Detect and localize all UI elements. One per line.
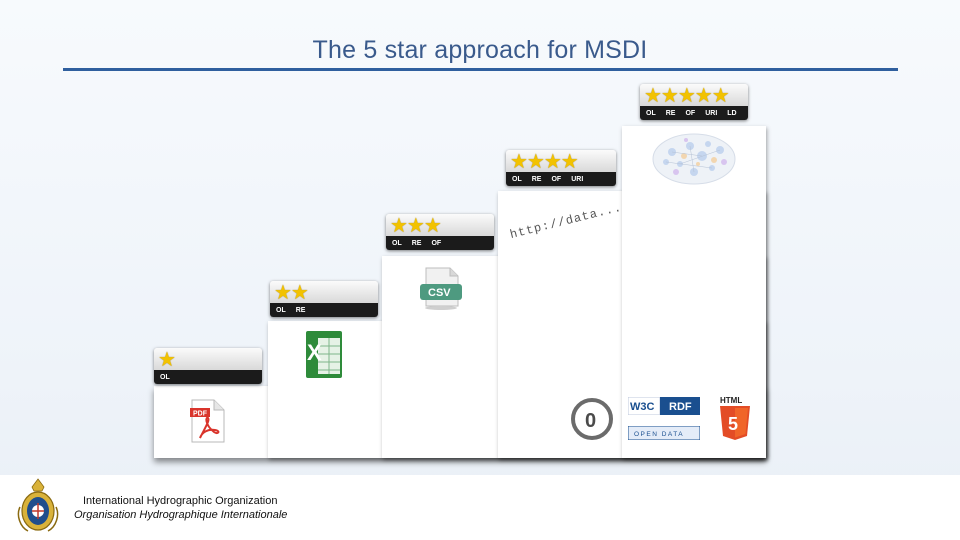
badge-label-uri: URI: [705, 109, 718, 117]
html5-icon: HTML 5: [718, 394, 752, 447]
svg-text:HTML: HTML: [720, 396, 742, 405]
svg-text:0: 0: [585, 410, 596, 432]
open-data-logo: OPEN DATA: [627, 425, 701, 445]
badge-label-ol: OL: [160, 373, 170, 381]
svg-text:RDF: RDF: [669, 401, 692, 413]
badge-label-re: RE: [411, 239, 422, 247]
iho-logo: [14, 477, 62, 540]
svg-text:CSV: CSV: [428, 287, 451, 299]
badge-label-of: OF: [685, 109, 696, 117]
svg-text:W3C: W3C: [630, 401, 655, 413]
svg-text:PDF: PDF: [193, 411, 208, 418]
badge-label-ld: LD: [727, 109, 737, 117]
w3c-rdf-logo: W3C RDF: [627, 396, 700, 420]
star-icon: ★★★: [386, 214, 494, 237]
badge-label-ol: OL: [646, 109, 656, 117]
badge-label-of: OF: [431, 239, 442, 247]
svg-text:X: X: [307, 340, 322, 365]
svg-text:OPEN DATA: OPEN DATA: [634, 431, 684, 438]
badge-label-ol: OL: [392, 239, 402, 247]
five-star-badge: ★★★★★ OL RE OF URI LD: [640, 84, 748, 120]
star-icon: ★★★★: [506, 150, 616, 173]
star-icon: ★: [154, 348, 262, 371]
title-underline: [63, 68, 898, 71]
csv-file-icon: CSV: [418, 266, 464, 317]
pdf-file-icon: PDF: [188, 398, 228, 449]
svg-text:5: 5: [728, 414, 738, 434]
linked-data-cloud-icon: [650, 132, 742, 193]
three-star-badge: ★★★ OL RE OF: [386, 214, 494, 250]
one-star-badge: ★ OL: [154, 348, 262, 384]
slide-title: The 5 star approach for MSDI: [312, 36, 648, 64]
two-star-badge: ★★ OL RE: [270, 281, 378, 317]
footer-bar: [0, 475, 960, 540]
badge-label-ol: OL: [512, 175, 522, 183]
excel-file-icon: X: [304, 330, 344, 385]
star-icon: ★★★★★: [640, 84, 748, 107]
star-icon: ★★: [270, 281, 378, 304]
four-star-badge: ★★★★ OL RE OF URI: [506, 150, 616, 186]
badge-label-re: RE: [665, 109, 676, 117]
five-star-staircase: ★ OL ★★ OL RE ★★★ OL RE OF ★★★★ OL RE OF…: [150, 80, 770, 465]
badge-label-re: RE: [295, 306, 306, 314]
uri-text-icon: http://data...: [508, 200, 624, 242]
badge-label-re: RE: [531, 175, 542, 183]
badge-label-of: OF: [551, 175, 562, 183]
badge-label-ol: OL: [276, 306, 286, 314]
open-license-icon: 0: [570, 397, 614, 446]
organization-name-fr: Organisation Hydrographique Internationa…: [74, 509, 288, 521]
organization-name-en: International Hydrographic Organization: [83, 495, 278, 507]
badge-label-uri: URI: [571, 175, 584, 183]
